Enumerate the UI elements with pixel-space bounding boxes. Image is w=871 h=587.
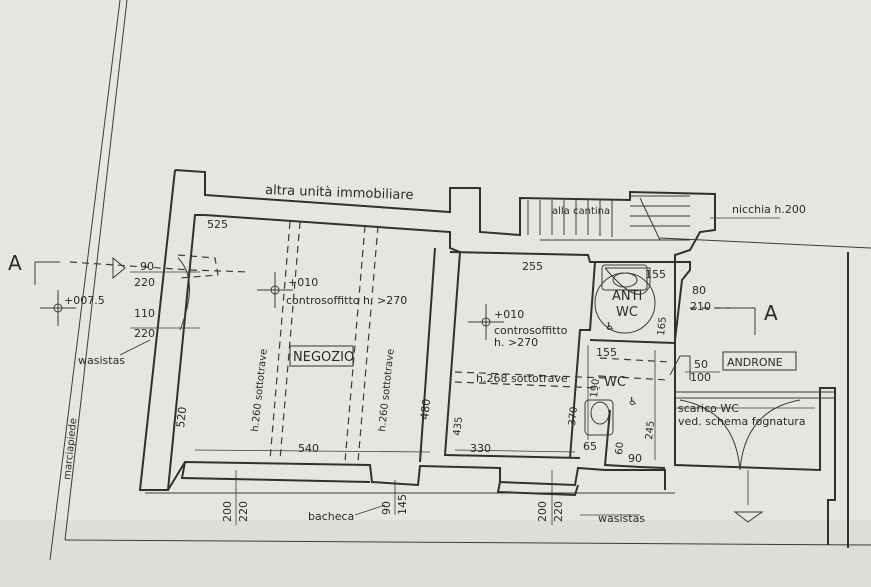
- wc-dim-c: 65: [583, 440, 597, 453]
- hall-drain-1: scarico WC: [678, 402, 739, 415]
- shop-window-dim-2: 220: [237, 501, 250, 522]
- antiwc-label-2: WC: [616, 305, 638, 320]
- basin-icon: [612, 272, 638, 288]
- stairs: [527, 195, 690, 241]
- section-lines: [34, 256, 764, 523]
- internal-walls: [204, 214, 849, 548]
- door-b-dim-1: 110: [134, 307, 155, 320]
- shop-dim-right: 480: [418, 398, 433, 420]
- hall-dim-1: 50: [694, 358, 708, 371]
- wc-label: WC: [604, 375, 626, 390]
- shop-level: +010: [288, 276, 318, 289]
- back-window-dim-2: 220: [552, 501, 565, 522]
- wc-dim-e: 90: [628, 452, 642, 465]
- street-lines: [49, 0, 871, 561]
- back-room-dim-left: 435: [452, 416, 465, 436]
- wheelchair-icon-2: ♿: [628, 395, 638, 408]
- back-room-level: +010: [494, 308, 524, 321]
- antiwc-dim-width: 155: [645, 268, 666, 281]
- antiwc-dim-side-1: 80: [692, 284, 706, 297]
- antiwc-dim-height: 165: [656, 316, 669, 336]
- shop-name: NEGOZIO: [293, 350, 354, 365]
- neighbor-label: altra unità immobiliare: [265, 183, 414, 203]
- level-markers: [40, 272, 504, 340]
- doors: [177, 254, 835, 471]
- street-level: +007.5: [64, 294, 105, 307]
- dimension-lines: [119, 217, 815, 525]
- fixtures: ♿ ♿: [584, 264, 656, 436]
- shop-window-dim-1: 200: [221, 501, 234, 522]
- section-marker-left: A: [8, 251, 22, 275]
- back-room-dim-top: 255: [522, 260, 543, 273]
- hall-name: ANDRONE: [727, 356, 783, 369]
- niche-label: nicchia h.200: [732, 203, 806, 216]
- door-b-dim-2: 220: [134, 327, 155, 340]
- exterior-walls: [138, 169, 836, 545]
- door-a-dim-1: 90: [140, 260, 154, 273]
- shop-ceiling: controsoffitto h. >270: [286, 294, 407, 307]
- cellar-label: alla cantina: [552, 206, 610, 217]
- antiwc-dim-side-2: 210: [690, 300, 711, 313]
- shop-dim-left: 520: [174, 406, 189, 428]
- wasistas-bottom-label: wasistas: [598, 512, 645, 525]
- hall-name-box: [722, 351, 797, 371]
- beam-lines: [269, 221, 671, 463]
- shop-dim-top: 525: [207, 218, 228, 231]
- sink-icon: [601, 264, 648, 291]
- wheelchair-icon-1: ♿: [605, 320, 615, 333]
- board-dim-2: 145: [396, 494, 409, 515]
- wc-dim-b: 245: [644, 420, 657, 440]
- wc-dim-d: 60: [614, 441, 626, 455]
- paper-shadow: [0, 520, 871, 587]
- wc-dim-width: 155: [596, 346, 617, 359]
- bacheca-label: bacheca: [308, 510, 354, 523]
- shop-dim-bottom: 540: [298, 442, 319, 455]
- wasistas-left-label: wasistas: [78, 354, 125, 367]
- board-dim-1: 90: [380, 501, 393, 515]
- section-marker-right: A: [764, 301, 778, 325]
- back-room-ceiling-2: h. >270: [494, 336, 538, 349]
- toilet-bowl-icon: [590, 401, 610, 425]
- toilet-icon: [584, 399, 614, 436]
- hall-drain-2: ved. schema fognatura: [678, 415, 806, 428]
- back-room-beam: h.268 sottotrave: [476, 372, 568, 385]
- back-room-dim-bottom: 330: [470, 442, 491, 455]
- shop-name-box: [289, 345, 354, 367]
- hall-dim-2: 100: [690, 371, 711, 384]
- back-window-dim-1: 200: [536, 501, 549, 522]
- wc-dim-a: 370: [567, 406, 580, 426]
- wc-dim-height: 190: [589, 378, 602, 398]
- door-a-dim-2: 220: [134, 276, 155, 289]
- back-room-ceiling-1: controsoffitto: [494, 324, 568, 337]
- antiwc-label-1: ANTI: [612, 289, 642, 304]
